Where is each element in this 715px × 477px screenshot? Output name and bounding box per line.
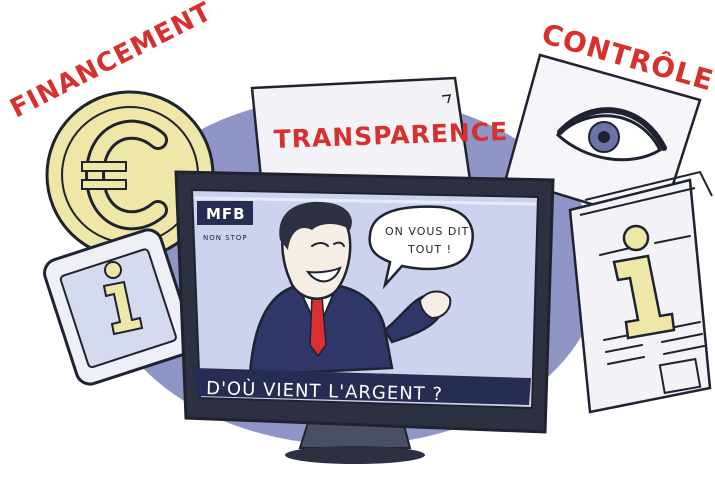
controle-paper (504, 53, 702, 227)
speech-line-1: ON VOUS DIT (385, 225, 469, 238)
channel-tagline: NON STOP (203, 234, 248, 242)
eye-icon (555, 107, 667, 162)
channel-logo (197, 201, 253, 225)
channel-logo-text: MFB (206, 205, 246, 223)
phone-info-icon (43, 228, 195, 386)
speech-line-2: TOUT ! (407, 243, 452, 256)
speech-bubble (368, 205, 474, 290)
presenter-character (248, 201, 452, 377)
news-banner (194, 368, 531, 405)
newspaper-info-icon (568, 170, 713, 414)
